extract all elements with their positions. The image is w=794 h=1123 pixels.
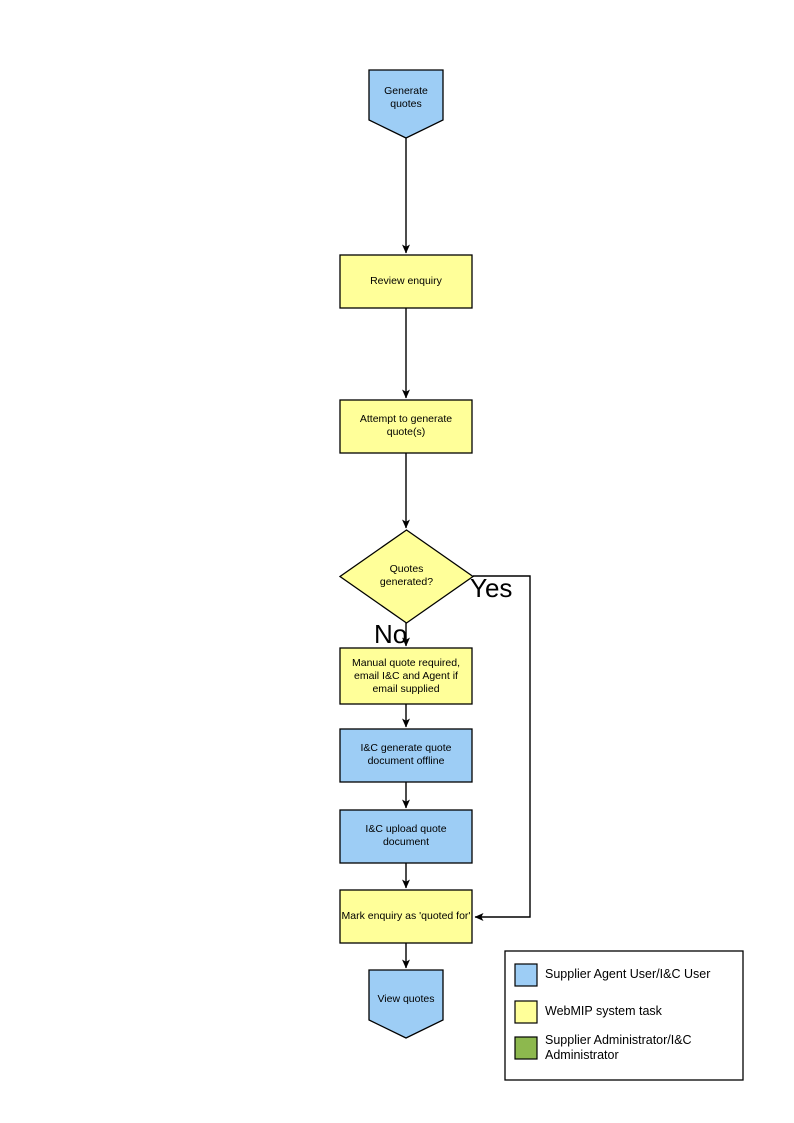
node-attempt-to-generate-quotes[interactable] xyxy=(339,399,473,454)
legend-label-system-task: WebMIP system task xyxy=(545,1004,662,1018)
edge-label-yes: Yes xyxy=(470,573,513,603)
rect-shape xyxy=(339,647,473,705)
edge-label-no: No xyxy=(374,619,408,649)
edge-path xyxy=(473,575,531,921)
legend-swatch-system-task xyxy=(514,1000,538,1024)
rect-shape xyxy=(339,728,473,783)
legend-label-admin-task: Supplier Administrator/I&C Administrator xyxy=(545,1033,692,1062)
legend-border xyxy=(504,950,744,1081)
diamond-shape xyxy=(338,529,475,624)
pentagon-shape xyxy=(368,69,444,139)
node-view-quotes[interactable] xyxy=(368,969,444,1039)
node-ic-upload-quote-document[interactable] xyxy=(339,809,473,864)
legend xyxy=(504,950,744,1081)
node-generate-quotes[interactable] xyxy=(368,69,444,139)
rect-shape xyxy=(339,889,473,944)
legend-swatch-user-task xyxy=(514,963,538,987)
node-ic-generate-quote-document-offline[interactable] xyxy=(339,728,473,783)
edge-decision-yes xyxy=(473,575,531,921)
node-manual-quote-required[interactable] xyxy=(339,647,473,705)
rect-shape xyxy=(339,809,473,864)
node-quotes-generated[interactable] xyxy=(338,529,475,624)
legend-swatch-admin-task xyxy=(514,1036,538,1060)
legend-label-user-task: Supplier Agent User/I&C User xyxy=(545,967,711,981)
pentagon-shape xyxy=(368,969,444,1039)
rect-shape xyxy=(339,399,473,454)
node-mark-enquiry-quoted-for[interactable] xyxy=(339,889,473,944)
node-review-enquiry[interactable] xyxy=(339,254,473,309)
rect-shape xyxy=(339,254,473,309)
